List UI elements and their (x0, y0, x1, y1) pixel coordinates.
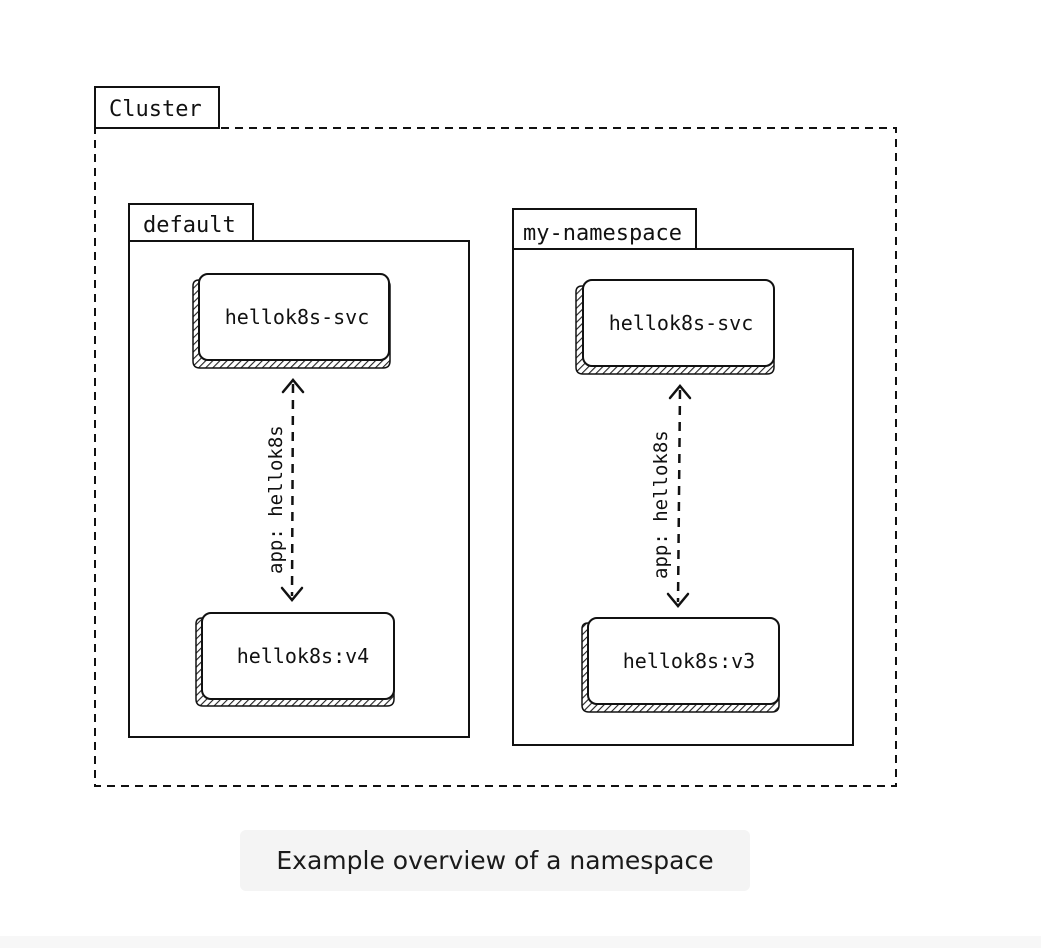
figure-caption-text: Example overview of a namespace (276, 846, 714, 875)
service-label: hellok8s-svc (224, 305, 370, 329)
namespace-my-namespace (512, 208, 854, 746)
pod-node (587, 617, 780, 705)
namespace-my-namespace-label: my-namespace (523, 221, 682, 246)
arrow-head-up (668, 384, 692, 400)
arrow-head-up (281, 378, 305, 394)
namespace-default-label: default (143, 213, 236, 238)
service-label: hellok8s-svc (608, 311, 754, 335)
cluster-label: Cluster (109, 97, 202, 122)
pod-label: hellok8s:v4 (236, 644, 370, 668)
cluster-tab (94, 86, 220, 129)
service-node (582, 279, 775, 367)
selector-label: app: hellok8s (265, 425, 287, 574)
figure-caption: Example overview of a namespace (240, 830, 750, 891)
cluster-group (94, 86, 897, 787)
namespace-my-namespace-tab (512, 208, 697, 250)
namespace-default (128, 203, 470, 738)
selector-label: app: hellok8s (650, 430, 672, 579)
arrow-head-down (280, 586, 304, 602)
pod-node (201, 612, 395, 700)
service-node (198, 273, 390, 361)
pod-label: hellok8s:v3 (622, 649, 756, 673)
bottom-strip (0, 936, 1041, 948)
selector-connector (676, 389, 682, 603)
selector-connector (290, 383, 295, 597)
arrow-head-down (666, 592, 690, 608)
